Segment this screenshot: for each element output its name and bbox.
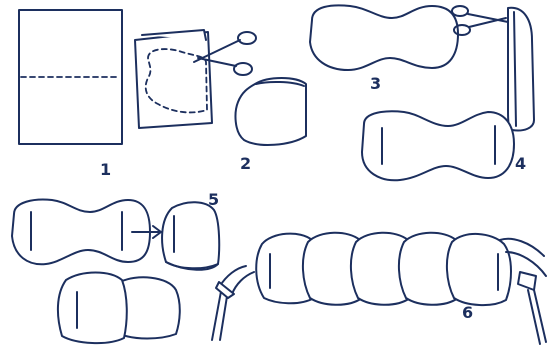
scissors-icon [451, 5, 509, 36]
ribbon-right [499, 237, 545, 257]
step-number-4: 4 [515, 154, 527, 173]
arrow-icon [131, 225, 162, 239]
step-4-peanut-piece [361, 110, 515, 182]
step-3-peanut-piece [309, 4, 459, 71]
step-6-linked-chain [211, 231, 547, 345]
step-5-folded-piece [161, 201, 221, 271]
step-number-5: 5 [208, 190, 220, 209]
step-number-3: 3 [370, 74, 382, 93]
step-number-1: 1 [100, 160, 112, 179]
step-2-cut-piece [234, 77, 307, 146]
step-5-joined-pieces [56, 271, 181, 345]
step-number-2: 2 [240, 154, 252, 173]
knot-icon [215, 281, 235, 299]
ribbon-left [219, 265, 247, 287]
knot-icon [517, 271, 537, 291]
scissors-icon [193, 31, 257, 76]
step-1-fabric-sheet [18, 9, 123, 145]
step-number-6: 6 [462, 303, 474, 322]
step-5-peanut-piece [11, 198, 151, 266]
step-2-cut-pattern [134, 29, 257, 129]
